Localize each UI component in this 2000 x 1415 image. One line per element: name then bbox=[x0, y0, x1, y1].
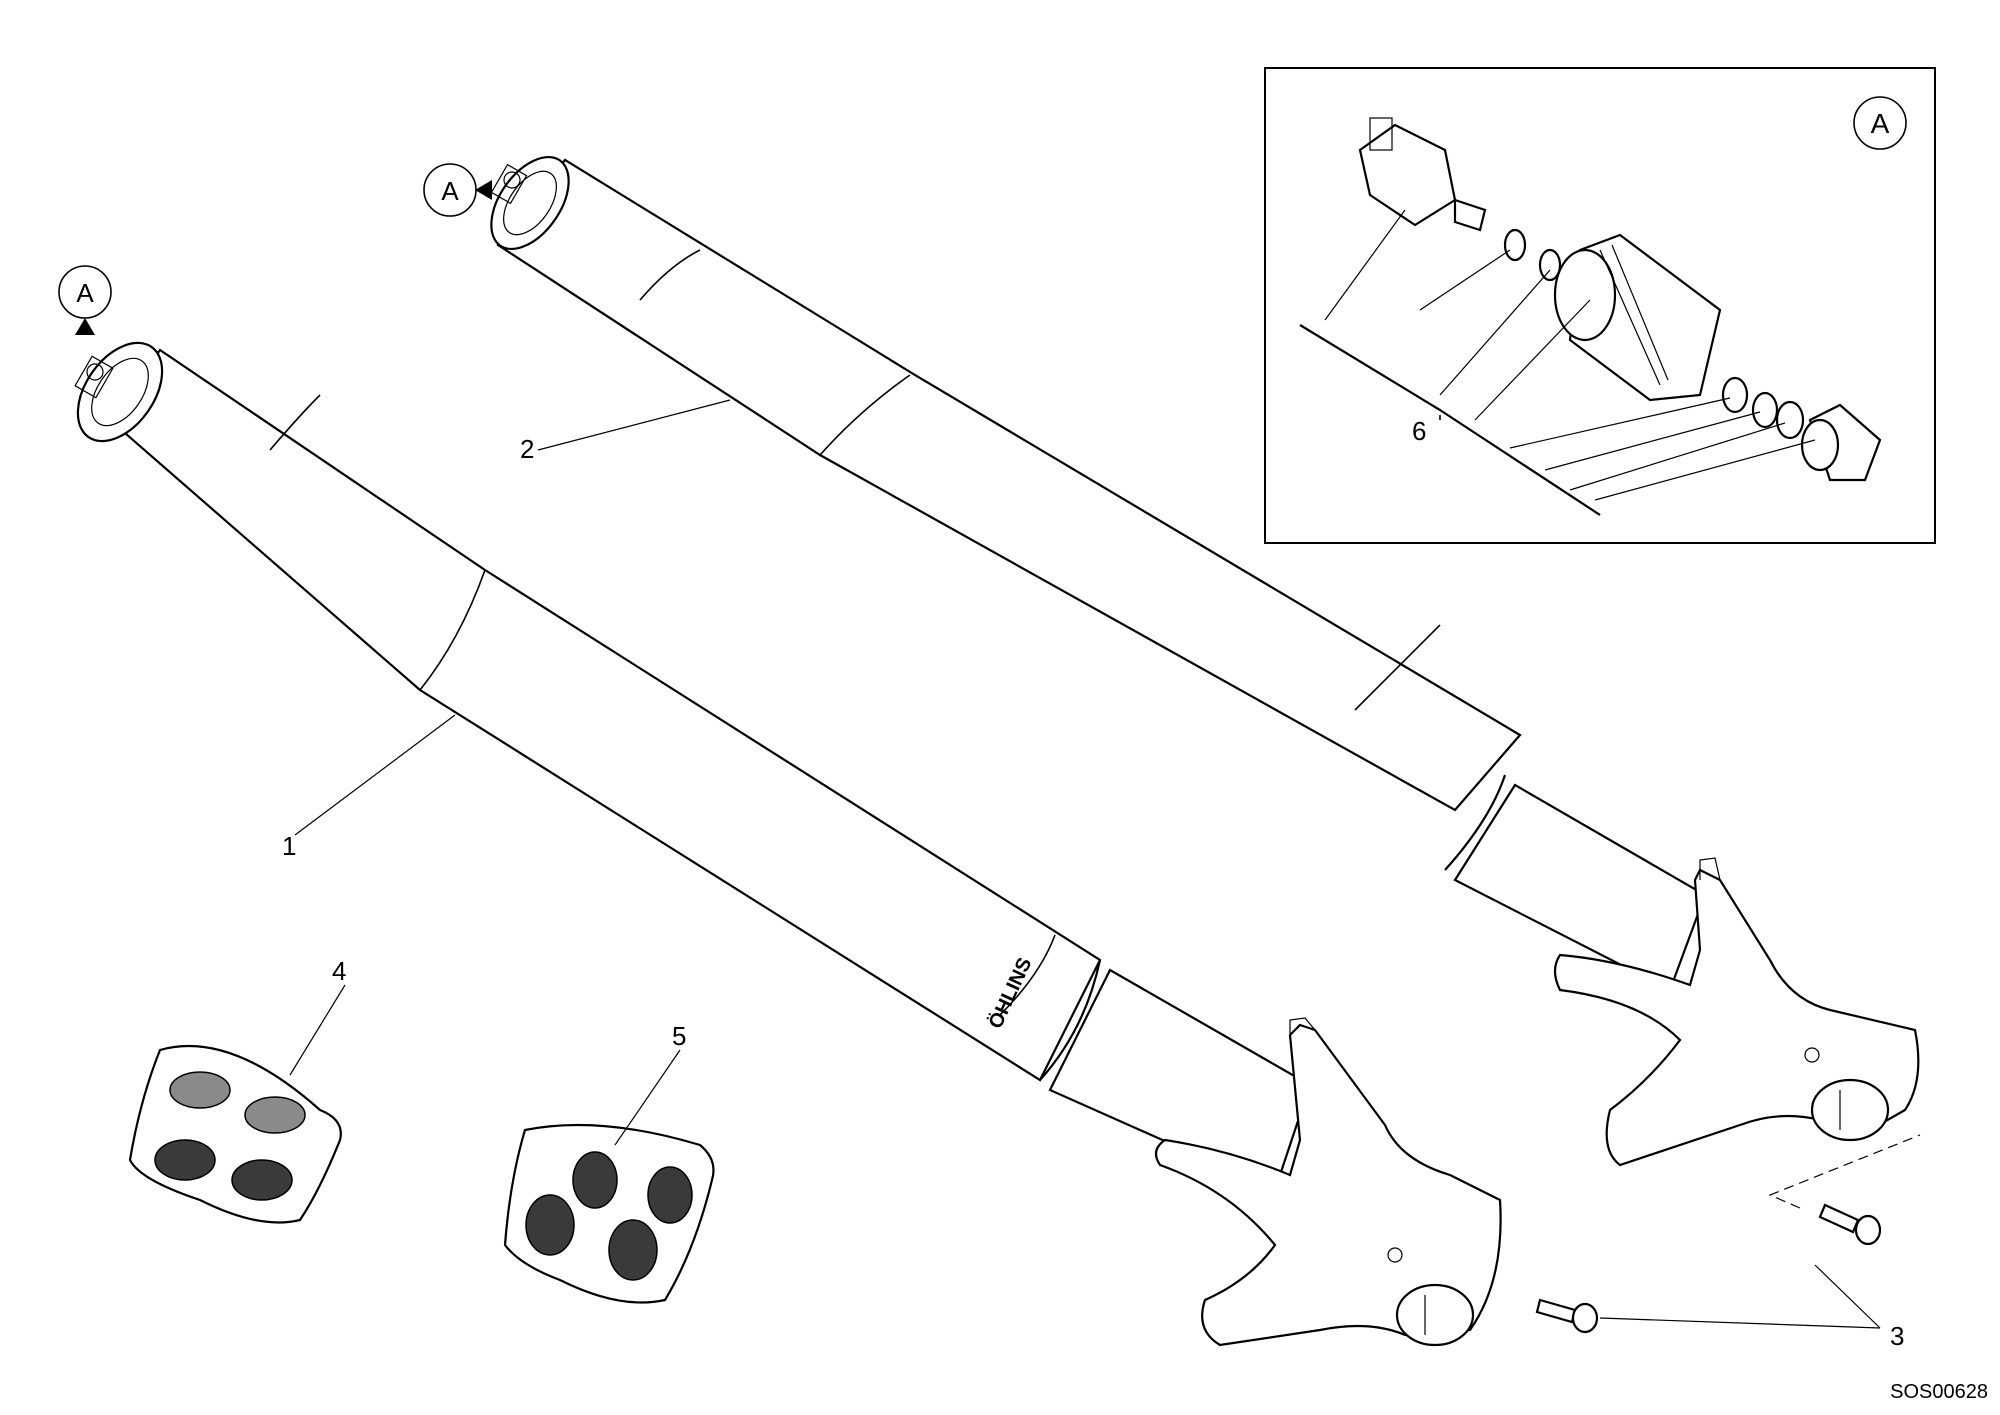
bolt-2 bbox=[1818, 1203, 1882, 1246]
callout-2: 2 bbox=[520, 434, 534, 464]
fork-leg-2 bbox=[490, 155, 1920, 1167]
detail-a-marker-fork2: A bbox=[423, 163, 492, 217]
callout-5: 5 bbox=[672, 1021, 686, 1051]
bolt-1 bbox=[1535, 1298, 1599, 1334]
part-4-kit bbox=[128, 1044, 342, 1224]
part-5-kit bbox=[503, 1123, 715, 1304]
svg-text:A: A bbox=[76, 278, 94, 308]
svg-text:A: A bbox=[441, 176, 459, 206]
fork-leg-1: ÖHLINS bbox=[74, 341, 1502, 1347]
callout-1: 1 bbox=[282, 831, 296, 861]
callout-4: 4 bbox=[332, 956, 346, 986]
callout-3: 3 bbox=[1890, 1321, 1904, 1351]
leader-lines bbox=[289, 209, 1881, 1329]
detail-a-inset: A bbox=[1264, 67, 1936, 544]
callout-6: 6 bbox=[1412, 416, 1426, 446]
detail-a-marker-fork1: A bbox=[58, 265, 112, 335]
inset-detail-label: A bbox=[1871, 108, 1890, 139]
drawing-code: SOS00628 bbox=[1890, 1381, 1988, 1403]
